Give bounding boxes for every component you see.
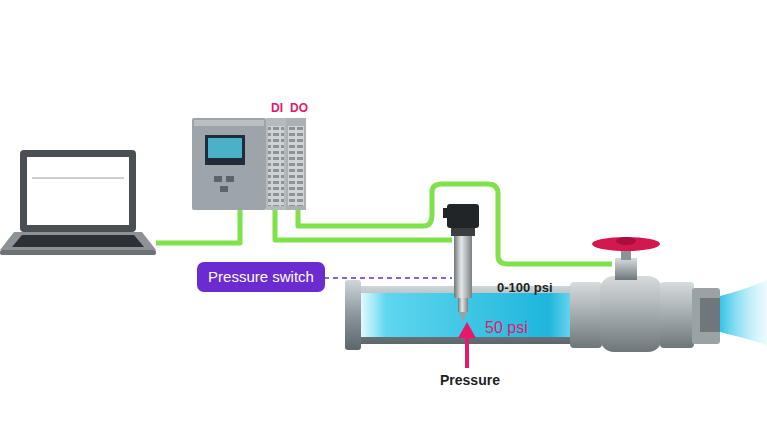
pressure-arrow [458,322,476,368]
text-label: DI [271,101,283,115]
box-label: Pressure switch [207,268,315,286]
valve [570,237,720,352]
pressure-sensor [443,204,479,322]
laptop [0,150,156,255]
text-label: DO [290,101,308,115]
text-label: 50 psi [485,319,528,337]
label-box: Pressure switch [197,262,325,292]
text-label: Pressure [440,372,500,388]
water-stream [720,280,767,345]
plc [192,118,306,210]
leader-line [324,277,452,279]
text-label: 0-100 psi [497,280,553,295]
